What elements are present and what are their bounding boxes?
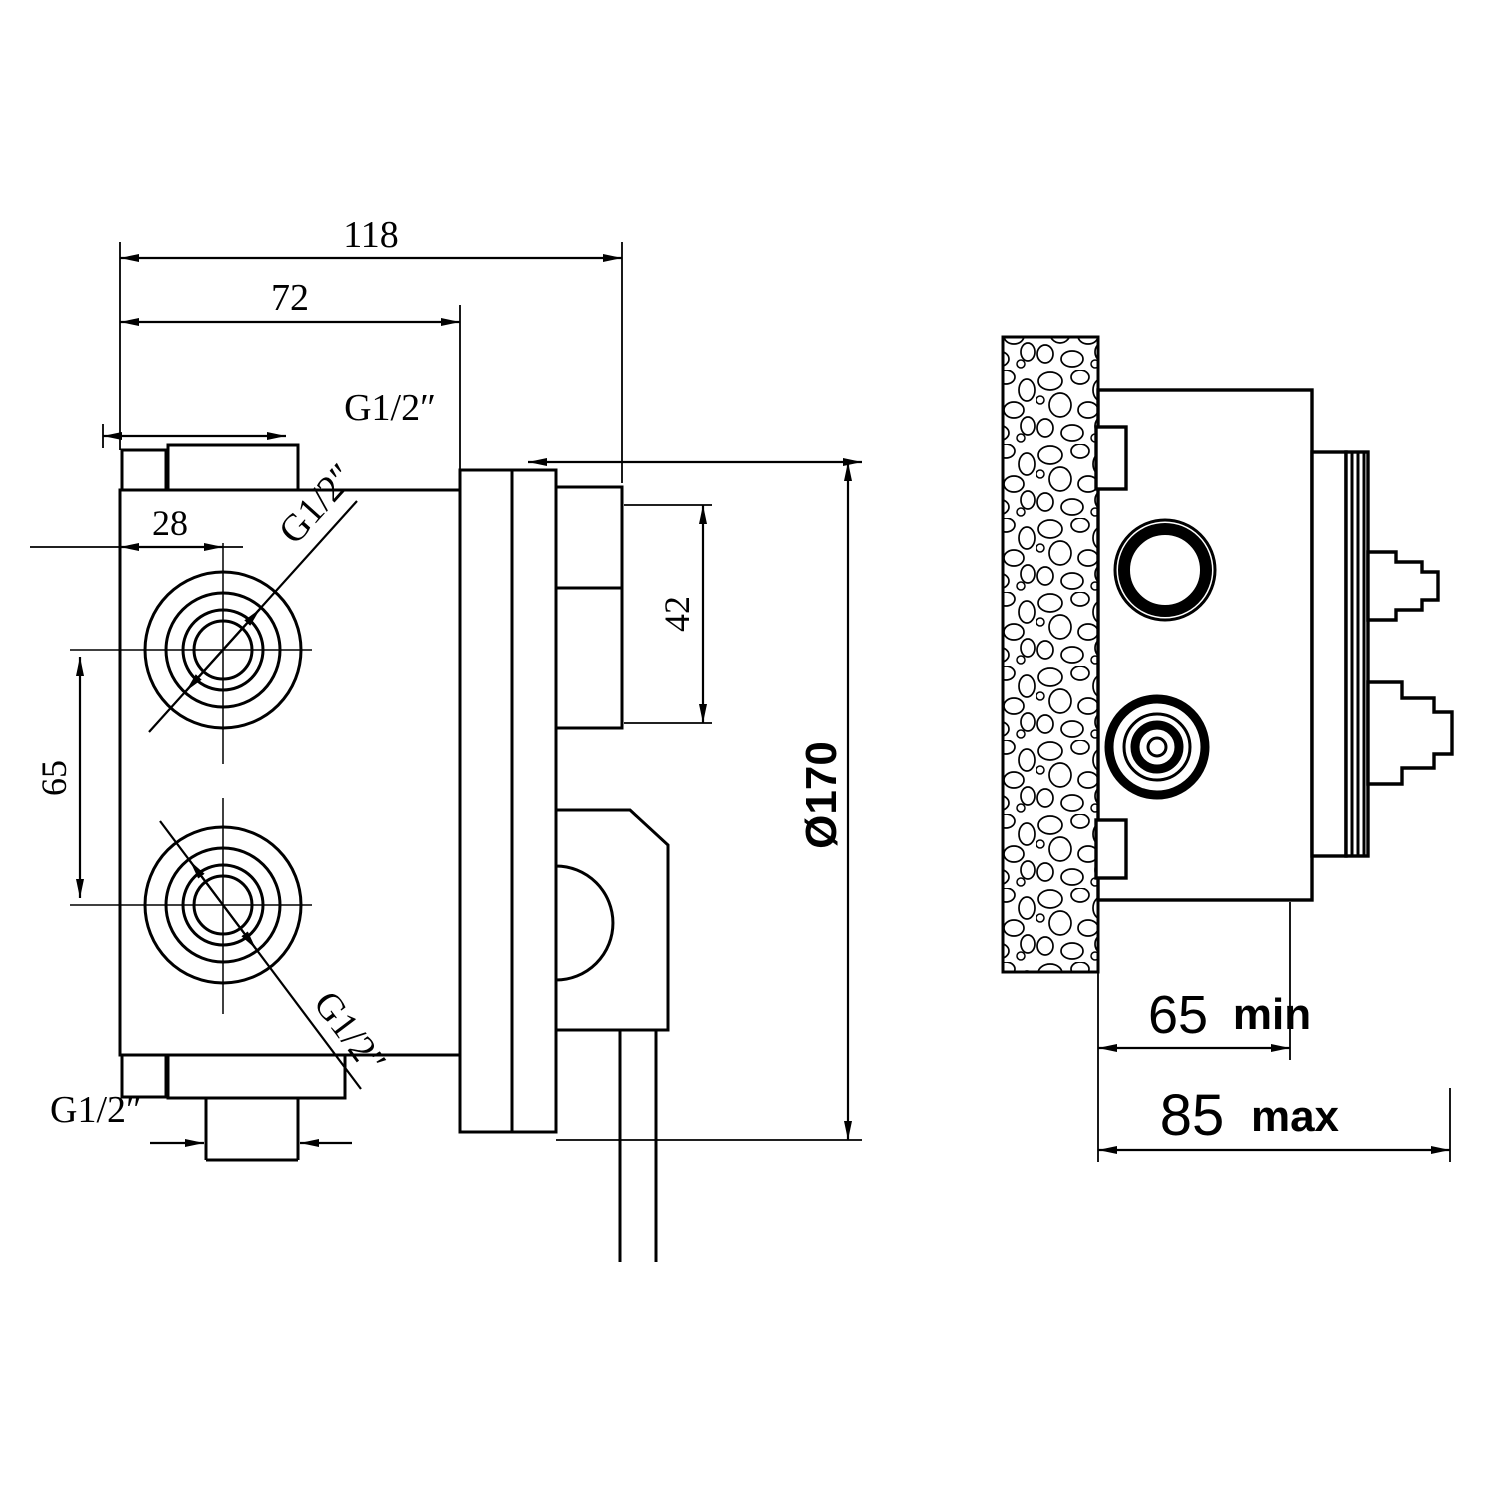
valve-box [1096,388,1314,902]
outlet-fitting-top [1366,550,1440,622]
section-upper-port-ring-outer [1113,518,1217,622]
dim-85-max-qualifier: max [1251,1092,1340,1141]
port-centerlines [70,543,312,1014]
dim-g12-upper-port-label: G1/2″ [271,456,364,552]
dim-65-min-qualifier: min [1233,990,1311,1039]
dim-65-label: 65 [34,760,74,796]
lower-port-arrow-a [189,860,224,906]
cartridge-body [1310,450,1348,858]
dim-85-max-value: 85 [1160,1083,1225,1148]
section-lower-port-center [1146,736,1168,758]
mounting-tab-bottom [1094,818,1128,880]
section-view: 65 min 85 max [1001,335,1454,1162]
dim-72-label: 72 [271,277,309,319]
thread-band-lines [1350,452,1366,856]
dim-42-label: 42 [657,596,697,632]
section-lower-port-ring-inner [1130,720,1184,774]
section-lower-port-ring-outer [1104,694,1210,800]
section-lower-port-ring-mid [1122,712,1192,782]
mounting-tab-top [1094,425,1128,491]
dim-g12-bottom-label: G1/2″ [50,1089,142,1131]
dim-g12-top-label: G1/2″ [344,387,436,429]
outlet-fitting-bottom [1366,680,1454,786]
dim-28-label: 28 [152,503,188,543]
dim-118-label: 118 [343,214,399,256]
extension-lines [30,242,862,1141]
upper-port-arrow-b [222,608,261,651]
dim-65-min-value: 65 [1148,985,1208,1045]
dim-dia170-label: Ø170 [797,741,846,849]
lower-port-arrow-b [222,904,257,950]
wall-section [1001,335,1100,974]
front-view: 118 72 G1/2″ 28 65 G1/2″ 42 Ø170 G1/2″ G… [30,214,862,1262]
upper-port-arrow-a [185,649,224,692]
valve-body-outline [118,443,670,1262]
section-upper-port-ring [1118,523,1212,617]
